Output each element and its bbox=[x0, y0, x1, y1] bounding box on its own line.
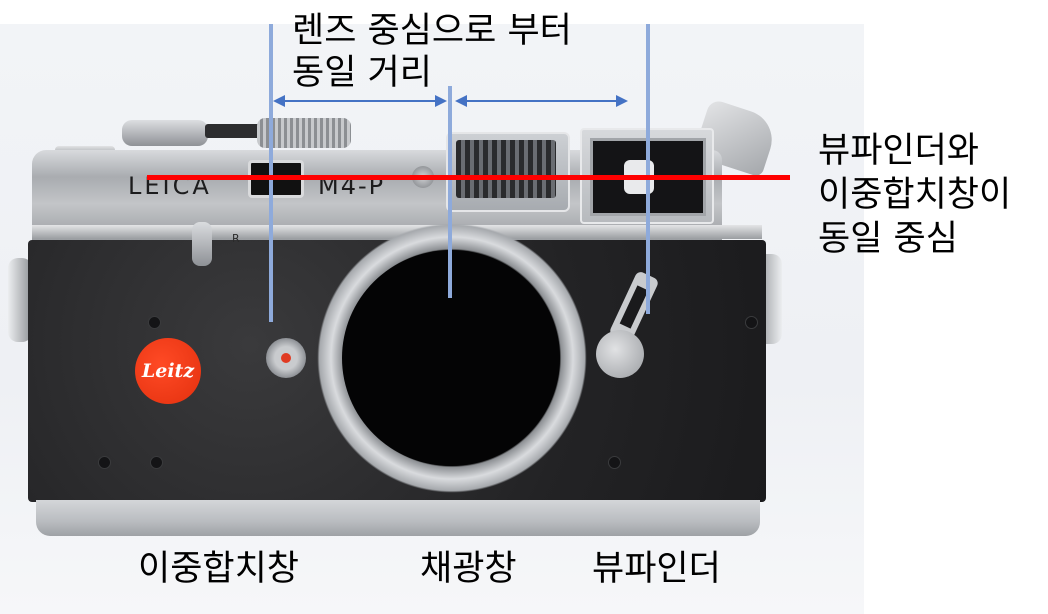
arrow-head-left-icon bbox=[273, 95, 285, 107]
body-screw bbox=[608, 456, 621, 469]
arrow-head-right-icon bbox=[616, 95, 628, 107]
rangefinder-window-dot bbox=[281, 353, 291, 363]
viewfinder-guide-line bbox=[646, 24, 650, 314]
arrow-head-left-icon bbox=[455, 95, 467, 107]
illumination-window-grill bbox=[456, 140, 556, 198]
body-screw bbox=[148, 316, 161, 329]
distance-arrow-left-line bbox=[283, 100, 435, 102]
rewind-dial bbox=[122, 120, 208, 146]
label-rangefinder-window: 이중합치창 bbox=[138, 549, 300, 589]
base-plate bbox=[36, 500, 760, 536]
leitz-badge: Leitz bbox=[135, 338, 201, 404]
right-label-line2: 이중합치창이 bbox=[818, 175, 1012, 215]
rewind-release-button bbox=[192, 222, 212, 266]
body-screw bbox=[745, 316, 758, 329]
label-viewfinder: 뷰파인더 bbox=[592, 549, 721, 589]
film-advance-lever bbox=[205, 124, 260, 138]
arrow-head-right-icon bbox=[435, 95, 447, 107]
common-center-line bbox=[147, 175, 790, 180]
body-screw bbox=[98, 456, 111, 469]
right-label-line3: 동일 중심 bbox=[818, 219, 958, 259]
frame-selector-knob bbox=[596, 330, 644, 378]
right-label-line1: 뷰파인더와 bbox=[818, 131, 980, 171]
top-label-line2: 동일 거리 bbox=[292, 53, 432, 93]
label-illumination-window: 채광창 bbox=[420, 549, 517, 589]
top-label-line1: 렌즈 중심으로 부터 bbox=[292, 11, 572, 51]
distance-arrow-right-line bbox=[465, 100, 617, 102]
rangefinder-guide-line bbox=[269, 24, 273, 322]
lens-center-guide-line bbox=[448, 86, 452, 298]
r-mark: R bbox=[232, 232, 240, 245]
body-screw bbox=[150, 456, 163, 469]
